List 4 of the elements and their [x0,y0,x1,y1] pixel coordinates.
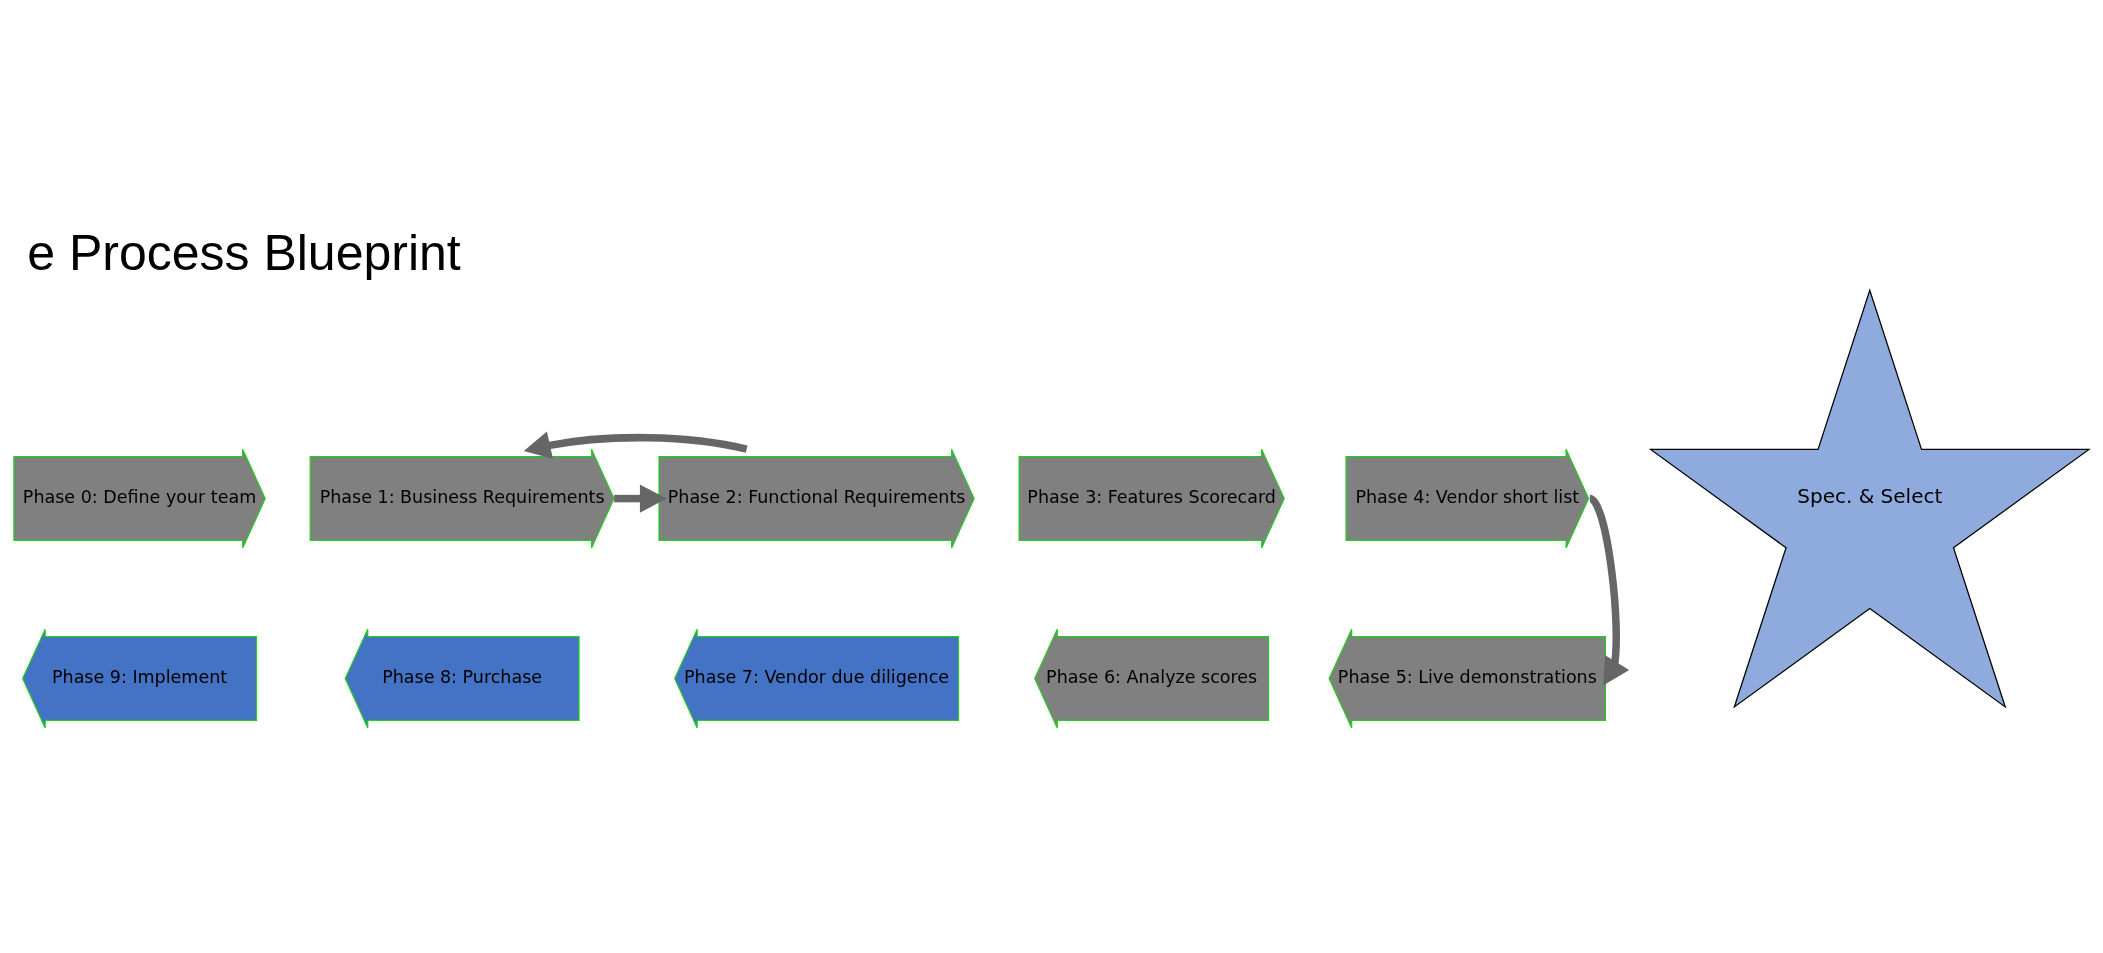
arrow [523,431,748,459]
arrow [614,484,667,513]
arrow [1587,495,1630,686]
diagram-title: e Process Blueprint [27,225,461,282]
